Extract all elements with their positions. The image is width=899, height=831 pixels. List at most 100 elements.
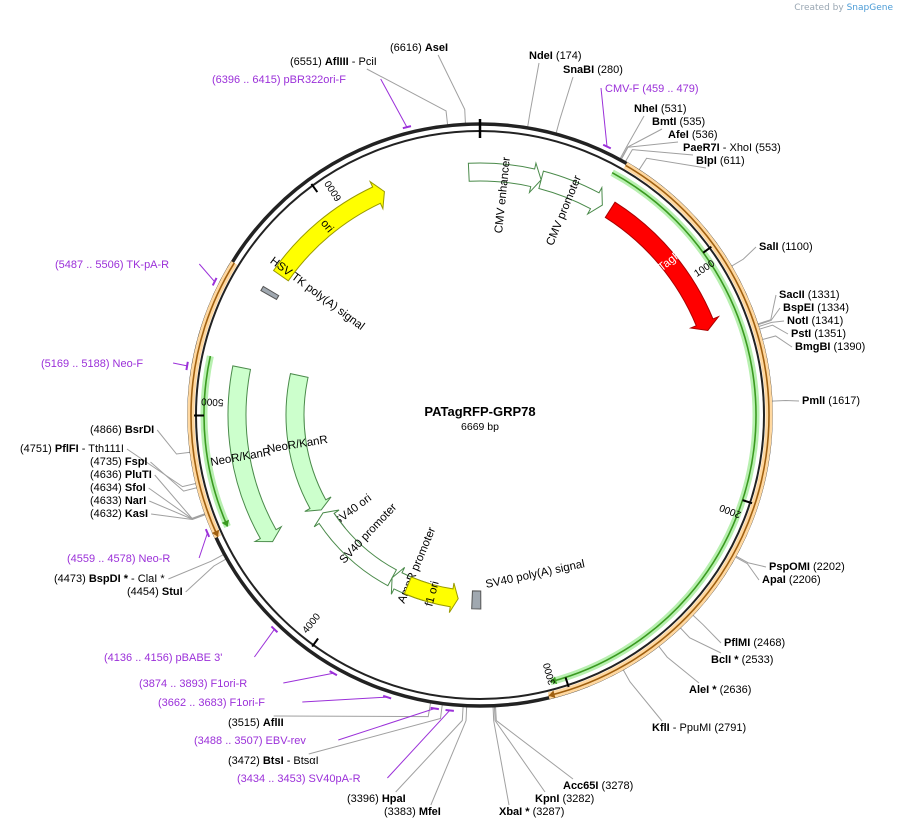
ori-arrow: [272, 180, 385, 282]
site-prefix: (4473): [54, 573, 89, 585]
site-name: BmgBI: [795, 341, 830, 353]
site-text: (4636) PluTI: [90, 469, 152, 481]
feature-cmv-enhancer: CMV enhancer: [467, 156, 542, 234]
site-text: BclI * (2533): [711, 654, 773, 666]
site-prefix: (4454): [127, 586, 162, 598]
site-label: (4866) BsrDI: [90, 424, 154, 436]
site-name: Acc65I: [563, 780, 598, 792]
primer-label: (3488 .. 3507) EBV-rev: [194, 735, 306, 747]
site-leader: [395, 706, 464, 793]
site-text: BspEI (1334): [783, 302, 849, 314]
site-name: SnaBI: [563, 64, 594, 76]
site-prefix: (4866): [90, 424, 125, 436]
feature-neor-kanr-inner: NeoR/KanR: [266, 373, 332, 512]
site-suffix: (2202): [810, 561, 845, 573]
site-leader: [679, 627, 722, 654]
site-name: StuI: [162, 586, 183, 598]
plasmid-title: PATagRFP-GRP78 6669 bp: [424, 404, 535, 433]
site-leader: [658, 645, 700, 684]
site-label: Acc65I (3278): [563, 780, 633, 792]
primer-mark: [430, 706, 440, 711]
site-label: (4751) PflFI - Tth111I: [20, 443, 124, 455]
site-leader: [692, 614, 722, 644]
primer-leader: [600, 87, 608, 147]
primer-mark: [402, 125, 412, 130]
site-name: PspOMI: [769, 561, 810, 573]
site-suffix: - PciI: [349, 56, 377, 68]
primer-leader: [338, 708, 435, 741]
site-text: PspOMI (2202): [769, 561, 845, 573]
site-leader: [761, 335, 793, 348]
f1-ori-arrow: [403, 576, 459, 613]
site-suffix: (2206): [786, 574, 821, 586]
snapgene-logo-text: SnapGene: [846, 3, 893, 13]
site-leader: [735, 555, 767, 568]
site-name: BtsI: [263, 755, 284, 767]
site-prefix: (4633): [90, 495, 125, 507]
site-label: SnaBI (280): [563, 64, 623, 76]
site-text: SacII (1331): [779, 289, 840, 301]
site-name: XbaI *: [499, 806, 530, 818]
orf-green-2: [200, 355, 231, 528]
site-label: (4473) BspDI * - ClaI *: [54, 573, 165, 585]
site-label: (4634) SfoI: [90, 482, 146, 494]
site-prefix: (3472): [228, 755, 263, 767]
primer-label: (3434 .. 3453) SV40pA-R: [237, 773, 361, 785]
hsv-tk-polya-box: [260, 285, 280, 301]
site-leader: [493, 706, 546, 793]
site-name: NdeI: [529, 50, 553, 62]
site-prefix: (3396): [347, 793, 382, 805]
primer-mark: [329, 670, 338, 677]
primer-label: (3874 .. 3893) F1ori-R: [139, 678, 247, 690]
primer: (3434 .. 3453) SV40pA-R: [237, 708, 454, 785]
site-text: (4735) FspI: [90, 456, 147, 468]
primer-leader: [253, 629, 275, 658]
tick-mark: [311, 637, 319, 648]
site-suffix: (535): [676, 116, 705, 128]
site-suffix: (1341): [808, 315, 843, 327]
site-label: (4632) KasI: [90, 508, 148, 520]
orf-green-1-line: [550, 171, 757, 683]
feature-f1-ori: f1 ori: [403, 576, 459, 613]
feature-hsv-tk-polya: HSV TK poly(A) signal: [260, 255, 366, 333]
primer-mark: [185, 361, 189, 371]
orf-green-1: [549, 169, 760, 686]
site-label: (3515) AflII: [228, 717, 284, 729]
site-label: (4735) FspI: [90, 456, 147, 468]
orf-orange-1-line: [548, 164, 770, 697]
site-leader: [495, 706, 574, 780]
site-name: MfeI: [419, 806, 441, 818]
site-label: AfeI (536): [668, 129, 718, 141]
site-label: (4454) StuI: [127, 586, 183, 598]
primer-mark: [602, 143, 612, 150]
site-name: KasI: [125, 508, 148, 520]
primer-mark: [204, 528, 211, 538]
site-label: SalI (1100): [759, 241, 813, 253]
orf-orange-2-arrowhead: [211, 529, 220, 537]
site-suffix: (3287): [530, 806, 565, 818]
primer-leader: [380, 78, 408, 128]
site-name: AflII: [263, 717, 284, 729]
site-suffix: - BtsαI: [284, 755, 319, 767]
site-text: BlpI (611): [696, 155, 745, 167]
tick-mark: [564, 677, 570, 688]
site-prefix: (4634): [90, 482, 125, 494]
site-suffix: (2636): [717, 684, 752, 696]
site-label: (6616) AseI: [390, 42, 448, 54]
site-text: NheI (531): [634, 103, 687, 115]
site-label: (4633) NarI: [90, 495, 146, 507]
site-label: SacII (1331): [779, 289, 840, 301]
tick-mark: [310, 183, 319, 193]
site-name: PluTI: [125, 469, 152, 481]
site-text: Acc65I (3278): [563, 780, 633, 792]
site-label: NheI (531): [634, 103, 687, 115]
site-leader: [771, 400, 800, 402]
site-name: NotI: [787, 315, 808, 327]
site-text: (4632) KasI: [90, 508, 148, 520]
neor-kanr-outer-arrow: [227, 365, 283, 543]
site-label: (3472) BtsI - BtsαI: [228, 755, 319, 767]
site-name: BspEI: [783, 302, 814, 314]
orf-orange-1-arrowhead: [548, 690, 556, 699]
site-label: ApaI (2206): [762, 574, 821, 586]
site-name: BsrDI: [125, 424, 154, 436]
